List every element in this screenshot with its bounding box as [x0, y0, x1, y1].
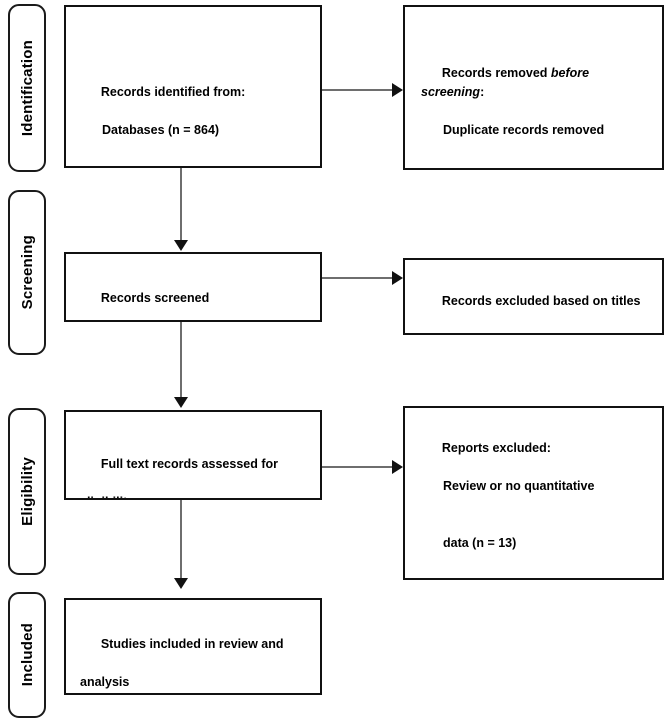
reports-excluded-reason: Review or no quantitative	[443, 479, 595, 493]
reports-excluded-heading: Reports excluded:	[441, 441, 551, 455]
stage-label-included: Included	[8, 592, 46, 718]
reports-excluded-reason: data (n = 13)	[443, 536, 517, 550]
box-reports-excluded: Reports excluded: Review or no quantitat…	[403, 406, 664, 580]
studies-included-line1: Studies included in review and	[100, 637, 284, 651]
box-reports-excluded-text: Reports excluded: Review or no quantitat…	[421, 420, 654, 578]
stage-label-eligibility: Eligibility	[8, 408, 46, 575]
records-removed-heading-prefix: Records removed	[441, 66, 551, 80]
box-records-identified: Records identified from: Databases (n = …	[64, 5, 322, 168]
connector-fulltext-to-reports-excluded	[322, 466, 396, 468]
arrowhead-fulltext-to-included	[174, 578, 188, 589]
box-records-excluded: Records excluded based on titles or abst…	[403, 258, 664, 335]
box-full-text-assessed-text: Full text records assessed for eligibili…	[80, 436, 312, 498]
connector-identified-to-screened	[180, 168, 182, 242]
box-studies-included: Studies included in review and analysis …	[64, 598, 322, 695]
records-removed-heading: Records removed before screening:	[421, 66, 593, 99]
records-identified-heading: Records identified from:	[100, 85, 246, 99]
box-full-text-assessed: Full text records assessed for eligibili…	[64, 410, 322, 500]
records-removed-heading-italic: before screening	[421, 66, 593, 99]
box-records-removed-before-screening: Records removed before screening: Duplic…	[403, 5, 664, 170]
stage-label-screening: Screening	[8, 190, 46, 355]
stage-label-included-text: Included	[18, 623, 36, 687]
arrowhead-screened-to-fulltext	[174, 397, 188, 408]
connector-identified-to-removed	[322, 89, 396, 91]
box-records-screened-text: Records screened (n = 476)	[80, 270, 312, 320]
stage-label-screening-text: Screening	[18, 235, 36, 310]
box-records-screened: Records screened (n = 476)	[64, 252, 322, 322]
arrowhead-fulltext-to-reports-excluded	[392, 460, 403, 474]
box-studies-included-text: Studies included in review and analysis …	[80, 616, 312, 693]
arrowhead-identified-to-removed	[392, 83, 403, 97]
stage-label-identification-text: Identification	[18, 39, 36, 137]
arrowhead-screened-to-excluded	[392, 271, 403, 285]
stage-label-eligibility-text: Eligibility	[18, 457, 36, 526]
records-removed-duplicates: Duplicate records removed	[443, 123, 605, 137]
full-text-line2: eligibility	[80, 493, 312, 498]
records-excluded-line1: Records excluded based on titles	[441, 294, 641, 308]
box-records-identified-text: Records identified from: Databases (n = …	[80, 64, 312, 166]
connector-screened-to-fulltext	[180, 322, 182, 399]
box-records-excluded-text: Records excluded based on titles or abst…	[421, 273, 654, 333]
arrowhead-identified-to-screened	[174, 240, 188, 251]
connector-fulltext-to-included	[180, 500, 182, 580]
connector-screened-to-excluded	[322, 277, 396, 279]
studies-included-line2: analysis	[80, 675, 130, 689]
records-removed-heading-suffix: :	[480, 85, 485, 99]
records-excluded-line2: or abstracts	[421, 330, 654, 333]
records-screened-heading: Records screened	[100, 291, 210, 305]
records-identified-databases: Databases (n = 864)	[102, 123, 220, 137]
full-text-line1: Full text records assessed for	[100, 457, 278, 471]
stage-label-identification: Identification	[8, 4, 46, 172]
box-records-removed-text: Records removed before screening: Duplic…	[421, 45, 654, 168]
